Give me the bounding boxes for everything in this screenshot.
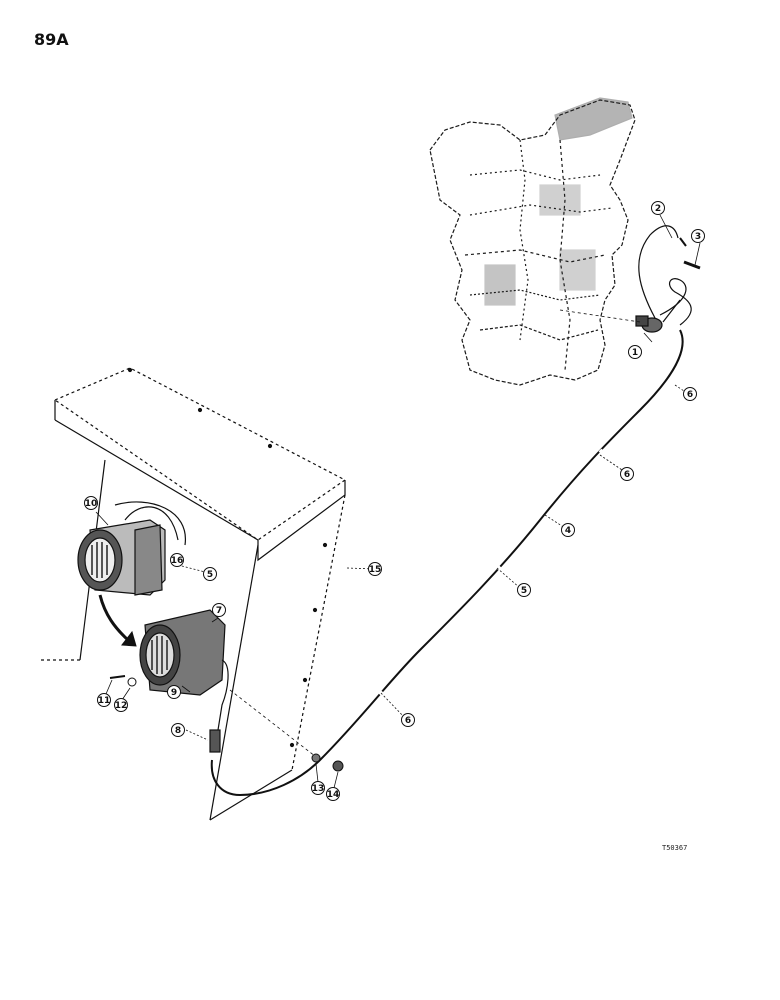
callout-c5b: 5 — [517, 583, 531, 597]
callout-label: 4 — [565, 526, 571, 536]
callout-circle — [167, 685, 181, 699]
callout-circle — [326, 787, 340, 801]
callout-c6a: 6 — [683, 387, 697, 401]
callout-label: 16 — [171, 556, 184, 566]
callout-circle — [401, 713, 415, 727]
callout-circle — [691, 229, 705, 243]
assembly-arrow — [98, 594, 137, 647]
callout-label: 8 — [175, 726, 181, 736]
callout-c9: 9 — [167, 685, 181, 699]
callout-label: 3 — [695, 232, 701, 242]
cab-panel — [40, 367, 347, 821]
callout-c5a: 5 — [203, 567, 217, 581]
callout-label: 1 — [632, 348, 638, 358]
callout-circle — [561, 523, 575, 537]
callout-label: 5 — [521, 586, 527, 596]
callout-label: 14 — [327, 790, 340, 800]
horn-unit — [77, 501, 186, 596]
callout-c7: 7 — [212, 603, 226, 617]
callout-label: 6 — [687, 390, 693, 400]
illustration-reference-code: T50367 — [662, 844, 688, 852]
callout-c16: 16 — [170, 553, 184, 567]
callout-circle — [620, 467, 634, 481]
callout-circle — [203, 567, 217, 581]
callout-label: 2 — [655, 204, 661, 214]
callout-c15: 15 — [368, 562, 382, 576]
callout-label: 9 — [171, 688, 177, 698]
switch-assembly — [559, 225, 701, 333]
transmission-housing — [429, 97, 636, 386]
callout-circle — [368, 562, 382, 576]
callout-label: 10 — [85, 499, 98, 509]
wire-harness — [210, 329, 684, 797]
callout-label: 11 — [98, 696, 111, 706]
callout-c10: 10 — [84, 496, 98, 510]
callout-label: 13 — [312, 784, 325, 794]
callout-circle — [212, 603, 226, 617]
callout-circle — [171, 723, 185, 737]
mounted-horn — [139, 609, 229, 753]
callout-label: 15 — [369, 565, 382, 575]
callout-circle — [114, 698, 128, 712]
callout-c6c: 6 — [401, 713, 415, 727]
callout-label: 6 — [405, 716, 411, 726]
callout-c11: 11 — [97, 693, 111, 707]
page-number: 89A — [34, 30, 69, 49]
callout-c8: 8 — [171, 723, 185, 737]
callout-label: 12 — [115, 701, 128, 711]
callout-circle — [84, 496, 98, 510]
callout-label: 6 — [624, 470, 630, 480]
callout-circle — [97, 693, 111, 707]
callout-c13: 13 — [311, 781, 325, 795]
callout-c14: 14 — [326, 787, 340, 801]
callout-circle — [517, 583, 531, 597]
callout-c6b: 6 — [620, 467, 634, 481]
callout-circle — [651, 201, 665, 215]
callout-c4: 4 — [561, 523, 575, 537]
callout-label: 7 — [216, 606, 222, 616]
callout-label: 5 — [207, 570, 213, 580]
callout-c3: 3 — [691, 229, 705, 243]
fasteners — [109, 675, 344, 772]
callout-c1: 1 — [628, 345, 642, 359]
callout-circle — [311, 781, 325, 795]
callout-circle — [628, 345, 642, 359]
callout-circle — [170, 553, 184, 567]
callout-circle — [683, 387, 697, 401]
callout-c2: 2 — [651, 201, 665, 215]
callout-c12: 12 — [114, 698, 128, 712]
